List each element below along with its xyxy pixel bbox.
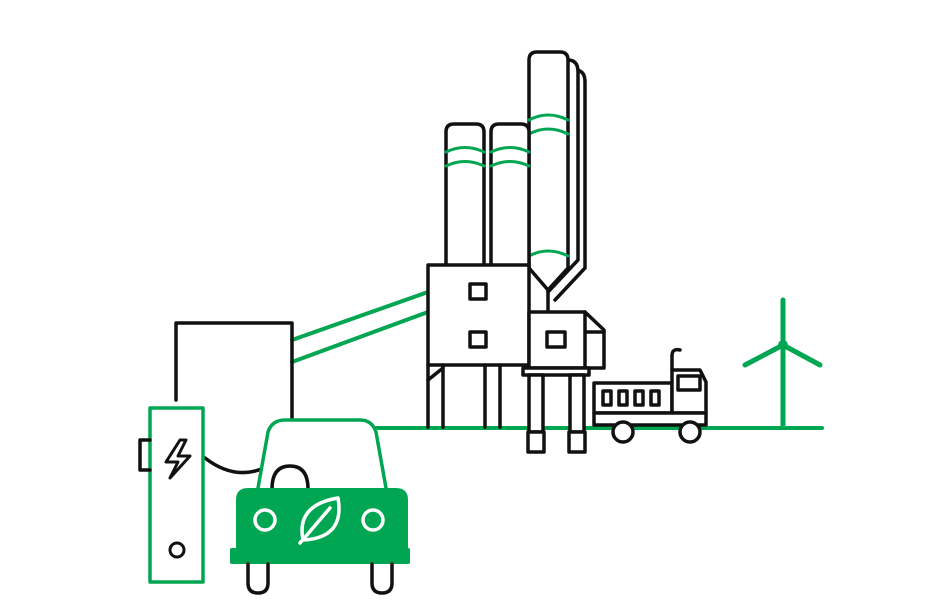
electric-car bbox=[230, 418, 410, 595]
conveyor-belt bbox=[290, 290, 430, 364]
lightning-bolt-icon bbox=[164, 438, 192, 480]
ev-charging-station bbox=[138, 406, 205, 584]
silo bbox=[489, 122, 531, 267]
silo bbox=[527, 50, 570, 314]
leaf-icon bbox=[298, 496, 341, 545]
hopper-building bbox=[426, 263, 531, 429]
hopper-building bbox=[521, 310, 606, 454]
silo bbox=[444, 122, 486, 267]
wind-turbine bbox=[742, 297, 823, 430]
truck bbox=[592, 347, 708, 444]
